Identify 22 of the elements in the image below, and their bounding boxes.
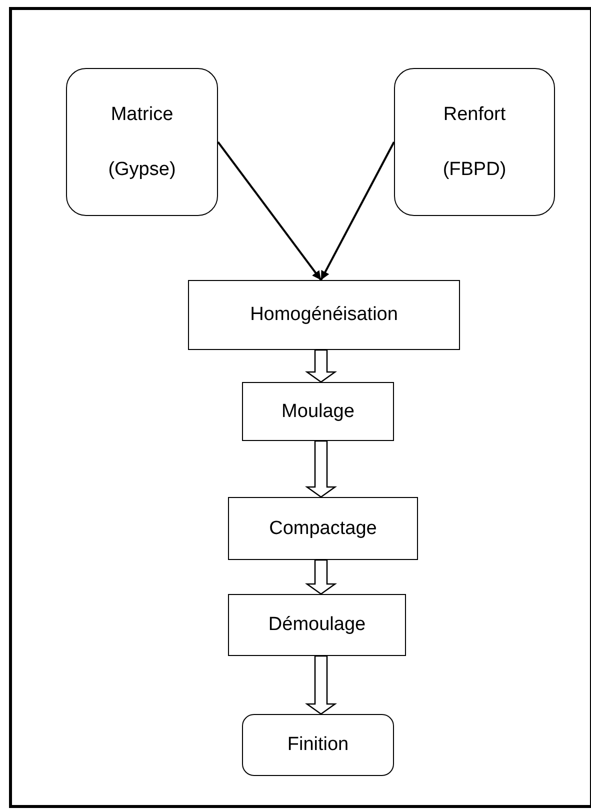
process-box (228, 594, 406, 656)
box-label: Compactage (269, 518, 377, 540)
box-label: Démoulage (268, 614, 366, 636)
rounded-box (394, 68, 555, 216)
box-label: (Gypse) (108, 158, 176, 180)
box-label: Finition (287, 734, 349, 756)
rounded-box (66, 68, 218, 216)
block-arrow (304, 655, 338, 715)
rounded-box (242, 714, 394, 776)
arrow (217, 141, 322, 281)
box-label: (FBPD) (442, 158, 506, 180)
arrow (320, 142, 395, 280)
box-label: Matrice (110, 104, 174, 126)
process-box (188, 280, 460, 350)
box-label: Homogénéisation (250, 304, 398, 326)
box-label: Renfort (443, 104, 506, 126)
block-arrow (304, 559, 338, 595)
box-label: Moulage (282, 400, 354, 422)
process-box (228, 497, 418, 560)
block-arrow (304, 440, 338, 498)
block-arrow (304, 349, 338, 383)
process-box (242, 382, 394, 441)
